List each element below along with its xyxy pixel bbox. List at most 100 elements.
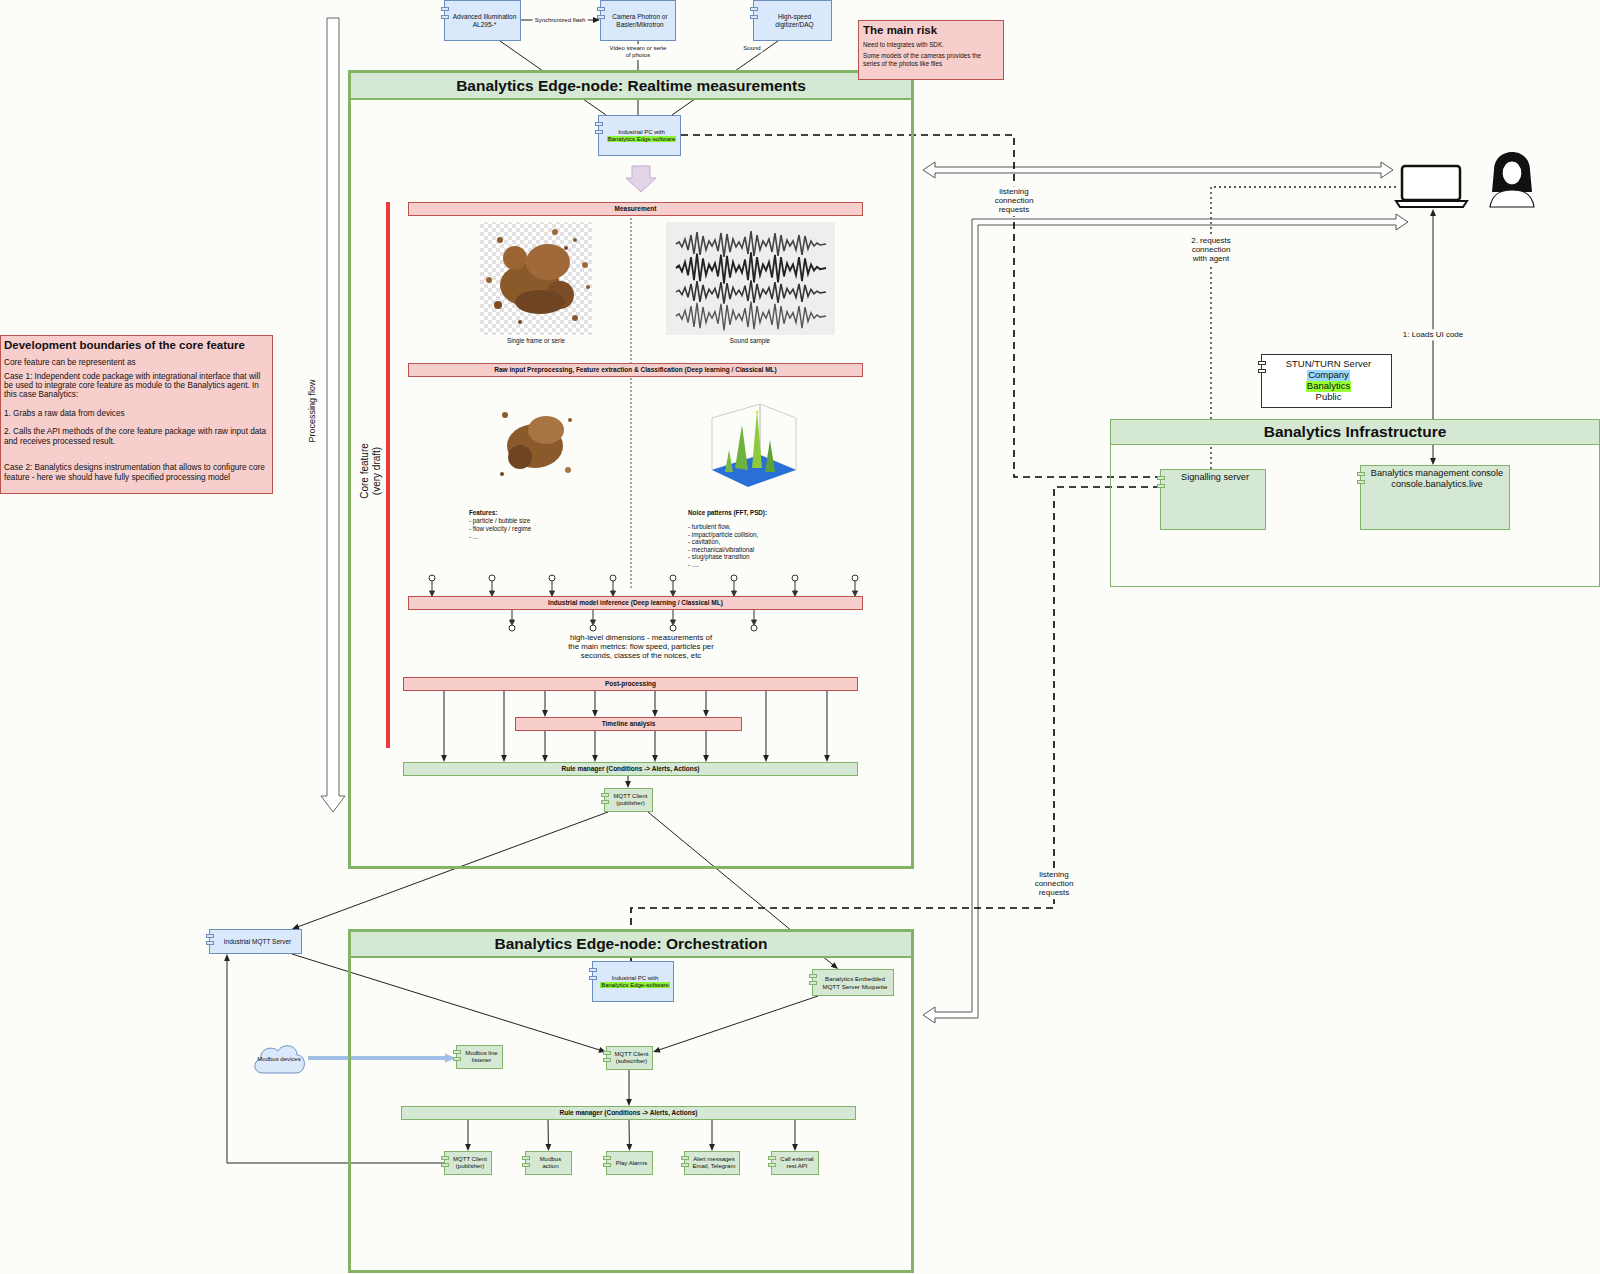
connector [542,731,548,762]
component-icon [809,974,817,978]
connector-line [595,691,596,712]
port-arrow [429,575,435,596]
connector-label: Sound [741,44,762,53]
arrow-head [763,755,769,762]
connector-line [706,691,707,712]
particle [572,315,578,321]
arrow-head [1430,458,1436,465]
image-ground [666,222,835,335]
component-icon [1357,480,1365,484]
component-icon [750,15,758,19]
connector [681,135,1160,477]
connector-line [548,1120,549,1146]
connector-line [545,731,546,757]
rule-band: Rule manager (Conditions -> Alerts, Acti… [403,762,858,776]
stage-band: Post-processing [403,677,858,691]
list-item: - impact/particle collision, [688,531,758,538]
node-text: MQTT Client (subscriber) [614,1051,649,1065]
connector [653,996,818,1053]
node-text: Raw input Preprocessing, Feature extract… [494,366,776,373]
arrow-head [465,1144,471,1151]
connector [709,1120,715,1151]
connector-line [308,1056,448,1060]
connector [292,812,608,929]
connector-label: 1: Loads UI code [1401,329,1465,340]
waveform [676,252,826,283]
port-arrow [852,575,858,596]
node-text: Industrial MQTT Server [224,938,291,945]
arrow-head [545,1144,551,1151]
connector-label: Video stream or serie of photos [607,44,669,60]
device-box: Camera Photron or Basler/Mikrotron [600,0,676,41]
arrow-head [542,755,548,762]
down-arrow [626,166,656,192]
arrow-head [1430,209,1436,216]
infrastructure-container: Banalytics InfrastructureSignalling serv… [1110,419,1600,587]
node-text: Timeline analysis [602,720,656,727]
node-text: Alert messages Email, Telegram [692,1156,736,1170]
component-icon [595,122,603,126]
connector [441,691,447,762]
container-title: Banalytics Edge-node: Orchestration [351,932,911,958]
list-item: - cavitation, [688,538,720,545]
connector [703,731,709,762]
person-hair [1492,152,1532,192]
plot-peak [735,425,748,470]
node-text: Case 2: Banalytics designs instrumentati… [4,463,269,482]
list-item: - .... [688,561,699,568]
node-text: Rule manager (Conditions -> Alerts, Acti… [559,1109,697,1116]
device-box: Advanced Illumination AL295-* [444,0,521,41]
laptop-screen [1402,166,1460,200]
component-icon [1157,476,1165,480]
component-icon [768,1163,776,1167]
port-arrow [670,575,676,596]
listener-box: Modbus line listener [456,1045,503,1069]
core-feature-bar [386,202,390,748]
arrow-head [626,1144,632,1151]
particle [552,229,558,235]
component-icon [597,7,605,11]
action-box: MQTT Client (publisher) [444,1151,492,1175]
component-icon [768,1156,776,1160]
node-text: Banalytics Edge-software [607,136,677,143]
component-icon [601,800,609,804]
mqtt-server-box: Banalytics Embedded MQTT Server Moquette [812,969,894,996]
connector [501,691,507,762]
console-box: Banalytics management console console.ba… [1360,465,1510,530]
connector [545,1120,551,1151]
dashed-connector-line [681,135,1160,477]
arrow-head [709,1144,715,1151]
component-icon [1357,472,1365,476]
node-text: Public [1316,392,1342,403]
node-text: High-speed digitizer/DAQ [761,13,828,28]
connector-line [629,1120,630,1146]
list-heading: Noice patterns (FFT, PSD): [688,509,767,516]
arrow-head [652,710,658,717]
connector [308,1053,456,1062]
connector-line [292,954,601,1051]
node-text: Banalytics Edge-software [600,982,670,989]
node-text: STUN/TURN Server [1286,359,1372,370]
arrow-head [824,755,830,762]
particle-blob [515,290,565,314]
node-text: Measurement [615,205,657,212]
component-icon [1258,361,1266,365]
mqtt-server-box: Industrial MQTT Server [209,929,302,954]
image-caption: Sound sample [730,337,770,344]
connector-line [712,1120,713,1146]
laptop-icon [1396,166,1467,207]
connector-line [545,691,546,712]
image-caption: Single frame or serie [507,337,565,344]
waveform [676,302,826,331]
connector [763,691,769,762]
port-arrow [610,575,616,596]
note-box: Development boundaries of the core featu… [0,335,273,494]
node-text: Signalling server [1181,472,1249,483]
list-item: - particle / bubble size [469,517,530,524]
component-icon [601,793,609,797]
rotated-label: Processing flow [307,379,317,442]
particle [582,262,588,268]
particle-blob [503,246,527,270]
port-arrow [751,610,757,631]
